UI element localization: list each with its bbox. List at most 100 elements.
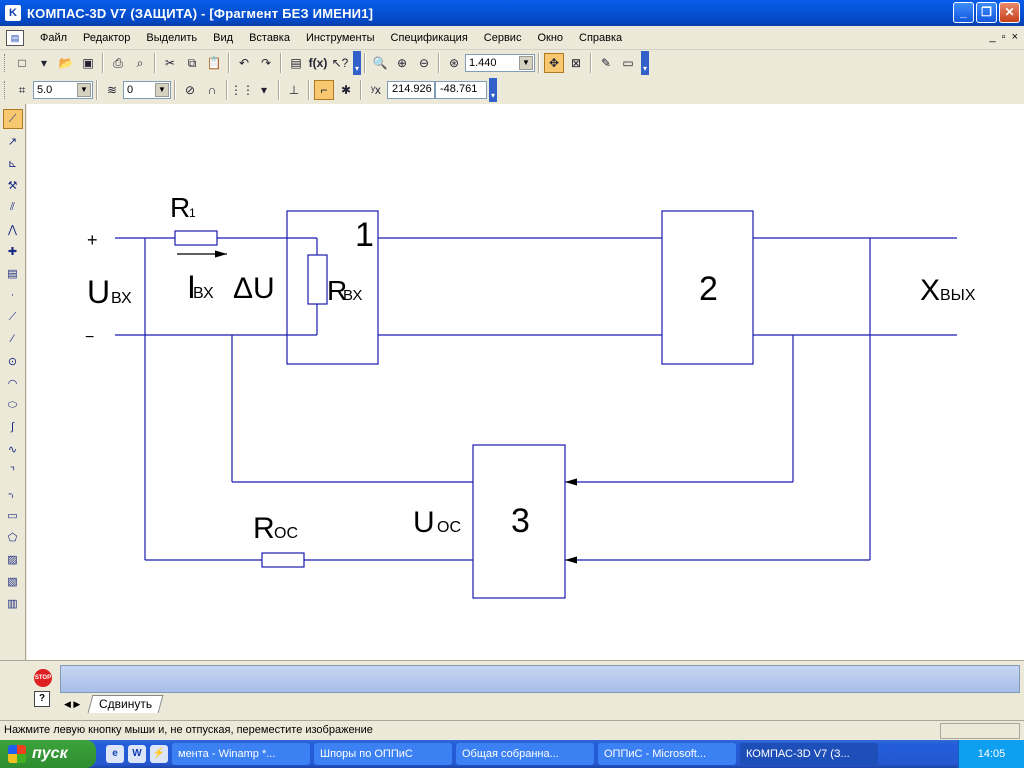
undo-icon[interactable]: ↶	[238, 56, 250, 70]
ie-icon[interactable]: e	[106, 745, 124, 763]
tab-move[interactable]: Сдвинуть	[87, 695, 164, 713]
open-folder-icon[interactable]: 📂	[58, 56, 74, 70]
select-icon[interactable]: ✚	[7, 245, 18, 258]
word-icon[interactable]: W	[128, 745, 146, 763]
coord-x-field[interactable]: 214.926	[387, 81, 435, 99]
toolbar-chevron-icon[interactable]: ▾	[353, 51, 361, 75]
properties-icon[interactable]: ⊘	[184, 83, 196, 97]
tab-nav-arrows-icon[interactable]: ◀ ▶	[64, 699, 81, 709]
snap-icon[interactable]: ✱	[340, 83, 352, 97]
task-oppis[interactable]: ОППиС - Microsoft...	[598, 743, 736, 765]
hatch-icon[interactable]: ▨	[7, 553, 18, 566]
menu-editor[interactable]: Редактор	[83, 31, 131, 44]
cursor-step-icon[interactable]: ⌗	[18, 82, 26, 97]
fx-icon[interactable]: f(x)	[308, 56, 328, 70]
show-all-icon[interactable]: ⊠	[570, 56, 582, 70]
label-ivx-sub: ВХ	[193, 285, 214, 302]
new-document-icon[interactable]: □	[18, 56, 26, 70]
segment-icon[interactable]: ⁄	[11, 333, 14, 345]
print-preview-icon[interactable]: ⌕	[136, 55, 144, 70]
toolbar2-chevron-icon[interactable]: ▾	[641, 51, 649, 75]
print-icon[interactable]: ⎙	[113, 55, 123, 70]
coord-y-field[interactable]: -48.761	[435, 81, 487, 99]
menu-specification[interactable]: Спецификация	[390, 31, 468, 44]
parametrization-icon[interactable]: ⫽	[10, 200, 15, 213]
bezier-icon[interactable]: ∿	[7, 443, 18, 456]
menu-help[interactable]: Справка	[579, 31, 623, 44]
menu-window[interactable]: Окно	[537, 31, 564, 44]
ortho-icon[interactable]: ⌐	[314, 80, 334, 100]
save-icon[interactable]: ▣	[82, 56, 94, 70]
close-button[interactable]: ✕	[999, 2, 1020, 23]
menu-service[interactable]: Сервис	[483, 31, 522, 44]
zoom-window-icon[interactable]: 🔍	[372, 56, 388, 70]
redo-icon[interactable]: ↷	[260, 56, 272, 70]
circle-icon[interactable]: ⊙	[7, 355, 18, 368]
zoom-combo[interactable]: 1.440 ▼	[465, 54, 535, 72]
minimize-button[interactable]: _	[953, 2, 974, 23]
stop-icon[interactable]: STOP	[34, 669, 52, 687]
restore-button[interactable]: ❐	[976, 2, 997, 23]
new-dropdown-icon[interactable]: ▾	[40, 56, 48, 70]
zoom-dropdown-icon[interactable]: ▼	[519, 56, 533, 70]
grid-dropdown-icon[interactable]: ▾	[260, 83, 268, 97]
layer-combo[interactable]: 0 ▼	[123, 81, 171, 99]
point-icon[interactable]: ·	[10, 289, 15, 301]
measure-icon[interactable]: ⋀	[7, 223, 18, 236]
geometry-tools-icon[interactable]: ⟋	[2, 109, 23, 129]
winamp-icon[interactable]: ⚡	[150, 745, 168, 763]
edit-icon[interactable]: ⚒	[7, 179, 18, 192]
kompas-app-icon[interactable]: K	[5, 5, 21, 21]
zoom-in-icon[interactable]: ⊕	[396, 56, 408, 70]
clock[interactable]: 14:05	[977, 748, 1006, 760]
step-dropdown-icon[interactable]: ▼	[77, 83, 91, 97]
menu-view[interactable]: Вид	[213, 31, 234, 44]
layers-icon[interactable]: ≋	[106, 83, 118, 97]
arc-icon[interactable]: ◠	[7, 377, 18, 390]
document-icon[interactable]: ▤	[6, 29, 24, 46]
help-pointer-icon[interactable]: ↖?	[331, 56, 349, 70]
task-obshchaya[interactable]: Общая собранна...	[456, 743, 594, 765]
mdi-restore-icon[interactable]: ▫	[1001, 31, 1006, 43]
toolbar3-chevron-icon[interactable]: ▾	[489, 78, 497, 102]
menu-insert[interactable]: Вставка	[249, 31, 290, 44]
grid-icon[interactable]: ⋮⋮	[230, 83, 254, 97]
menu-tools[interactable]: Инструменты	[305, 31, 375, 44]
refresh-icon[interactable]: ✎	[600, 56, 612, 70]
pan-icon[interactable]: ✥	[544, 53, 564, 73]
menu-select[interactable]: Выделить	[146, 31, 198, 44]
chamfer-icon[interactable]: ⌝	[9, 465, 16, 478]
mdi-close-icon[interactable]: ×	[1011, 31, 1018, 43]
spec-icon[interactable]: ▤	[7, 267, 18, 280]
paste-icon[interactable]: 📋	[206, 56, 222, 70]
polygon-icon[interactable]: ⬠	[7, 531, 18, 544]
screen-icon[interactable]: ▭	[622, 56, 634, 70]
task-shpory[interactable]: Шпоры по ОППиС	[314, 743, 452, 765]
start-button[interactable]: пуск	[0, 740, 96, 768]
zoom-out-icon[interactable]: ⊖	[418, 56, 430, 70]
spline-icon[interactable]: ∫	[10, 421, 14, 433]
task-kompas[interactable]: КОМПАС-3D V7 (З...	[740, 743, 878, 765]
macro-icon[interactable]: ▥	[7, 597, 18, 610]
menu-file[interactable]: Файл	[40, 31, 68, 44]
cut-icon[interactable]: ✂	[164, 56, 176, 70]
mdi-minimize-icon[interactable]: _	[989, 31, 996, 43]
ellipse-icon[interactable]: ⬭	[7, 398, 18, 411]
task-winamp[interactable]: мента - Winamp *...	[172, 743, 310, 765]
magnet-icon[interactable]: ∩	[207, 83, 217, 97]
zoom-scale-icon[interactable]: ⊛	[448, 56, 460, 70]
fill-icon[interactable]: ▧	[7, 575, 18, 588]
copy-icon[interactable]: ⧉	[187, 55, 197, 70]
help-icon[interactable]: ?	[34, 691, 50, 707]
local-cs-icon[interactable]: ⊥	[288, 83, 300, 97]
step-combo[interactable]: 5.0 ▼	[33, 81, 93, 99]
fillet-icon[interactable]: ⌍	[8, 487, 17, 500]
drawing-canvas[interactable]: R 1 + − U ВХ I ВХ ΔU R ВХ 1 2 3 X ВЫХ R …	[27, 104, 1024, 660]
symbols-icon[interactable]: ⊾	[7, 157, 18, 170]
dimensions-icon[interactable]: ↗	[7, 135, 18, 148]
resistor-rvx	[307, 254, 328, 305]
layer-dropdown-icon[interactable]: ▼	[155, 83, 169, 97]
auxiliary-line-icon[interactable]: ⟋	[8, 310, 17, 323]
manager-icon[interactable]: ▤	[290, 56, 302, 70]
rectangle-icon[interactable]: ▭	[7, 509, 18, 522]
